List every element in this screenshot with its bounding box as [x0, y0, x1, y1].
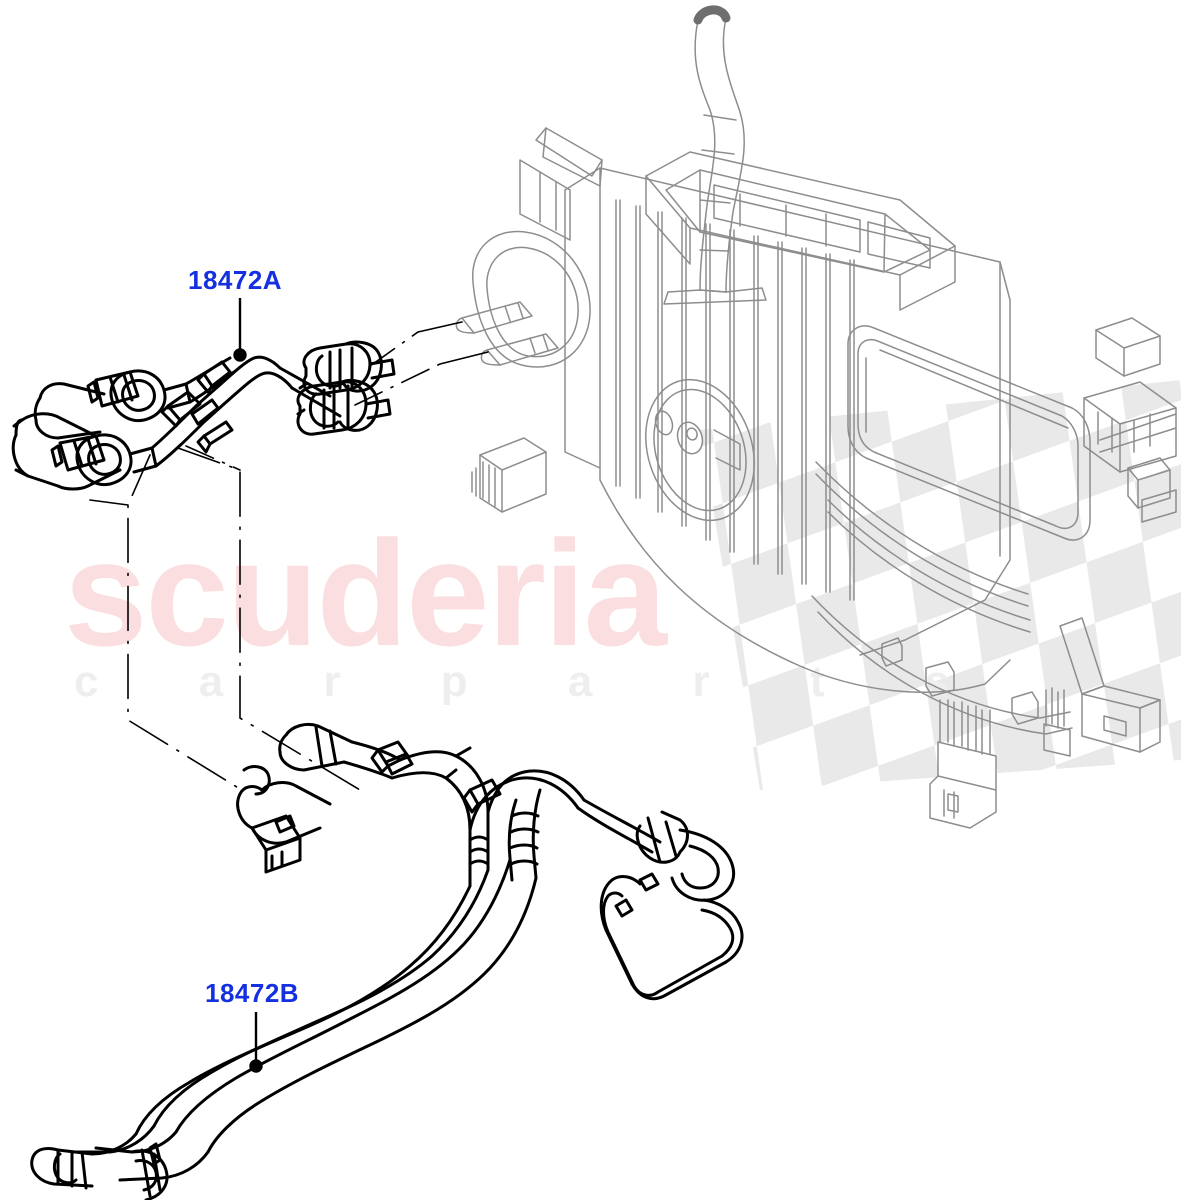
- callout-label-18472b: 18472B: [205, 978, 300, 1008]
- callout-label-18472a: 18472A: [188, 265, 283, 295]
